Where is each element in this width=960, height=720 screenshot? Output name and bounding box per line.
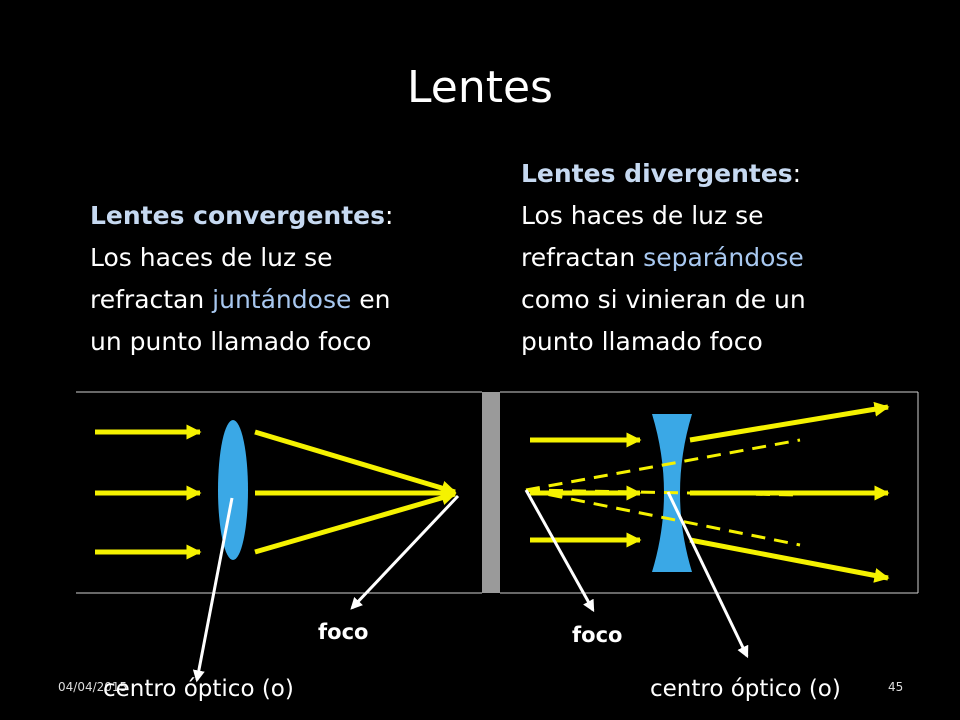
converging-lens (218, 420, 248, 560)
converging-keyword: juntándose (212, 285, 352, 314)
refracted-rays-left (254, 429, 457, 555)
pointer-focus-right (524, 489, 595, 613)
diverging-line-2a: refractan (521, 243, 644, 272)
optical-center-label-right: centro óptico (o) (650, 676, 841, 702)
slide-date: 04/04/2015 (58, 680, 128, 694)
slide-number: 45 (888, 680, 904, 694)
diverging-lens-text: Lentes divergentes: Los haces de luz se … (521, 153, 921, 363)
incoming-rays-left (95, 424, 202, 560)
diagram-frame (76, 391, 919, 594)
virtual-ray-extensions (525, 438, 801, 547)
diverging-line-1: Los haces de luz se (521, 201, 764, 230)
converging-line-2a: refractan (90, 285, 213, 314)
converging-line-1: Los haces de luz se (90, 243, 333, 272)
panel-divider (482, 392, 500, 593)
converging-heading: Lentes convergentes (90, 201, 385, 230)
diverging-heading: Lentes divergentes (521, 159, 793, 188)
diverging-keyword: separándose (643, 243, 804, 272)
converging-line-3: un punto llamado foco (90, 327, 372, 356)
slide-title: Lentes (407, 62, 553, 113)
diverging-colon: : (792, 159, 802, 188)
converging-line-2c: en (351, 285, 391, 314)
focus-label-left: foco (318, 620, 369, 644)
diverging-panel (525, 401, 890, 583)
pointer-focus-left (350, 494, 460, 610)
pointer-optical-center-left (192, 497, 234, 683)
converging-panel (95, 420, 457, 560)
converging-lens-text: Lentes convergentes: Los haces de luz se… (90, 195, 450, 363)
diverging-line-3: como si vinieran de un (521, 285, 806, 314)
optical-center-label-left: centro óptico (o) (103, 676, 294, 702)
converging-colon: : (384, 201, 394, 230)
pointer-arrows (192, 489, 749, 683)
diverging-line-4: punto llamado foco (521, 327, 763, 356)
pointer-optical-center-right (666, 491, 749, 659)
focus-label-right: foco (572, 623, 623, 647)
